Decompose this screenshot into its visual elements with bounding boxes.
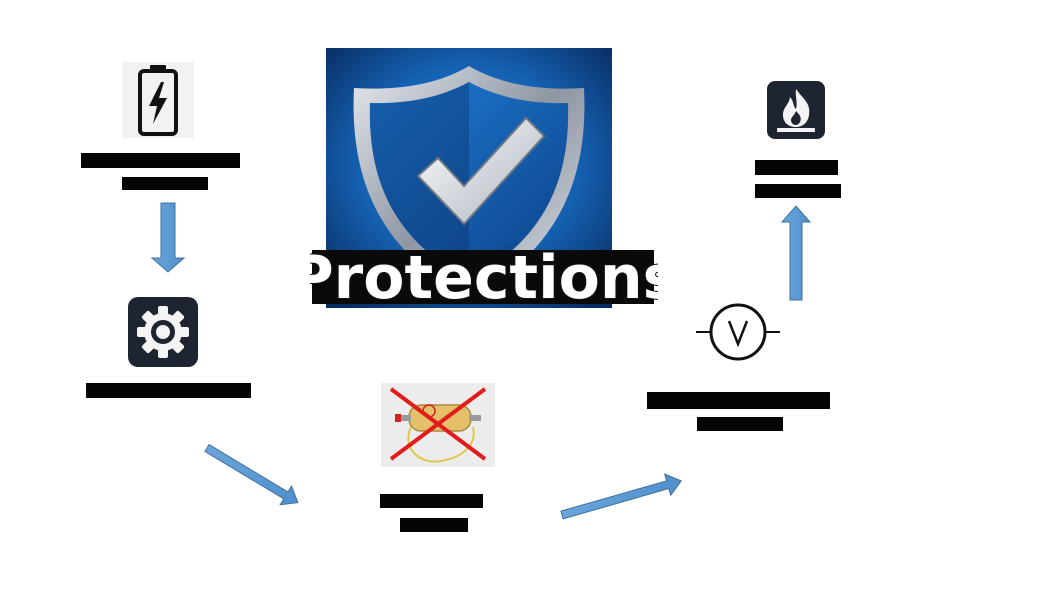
arrow-down [150,202,186,273]
battery-charging-icon [122,62,194,138]
fire-label-line-1 [755,160,838,175]
protections-title-backdrop [312,250,654,304]
svg-text:Protections: Protections [310,246,658,308]
battery-label-line-1 [81,153,240,168]
gear-icon [128,297,198,367]
battery-label-line-2 [122,177,208,190]
protections-title: Protections [310,246,658,308]
crossed-out-cell-icon [381,383,495,467]
voltmeter-icon [694,302,782,362]
arrow-diagonal-up [560,473,682,520]
voltage-label-line-2 [697,417,783,431]
settings-label-line-1 [86,383,251,398]
arrow-up [780,205,812,301]
flame-icon [767,81,825,139]
arrow-diagonal-down [204,443,299,506]
voltage-label-line-1 [647,392,830,409]
short-circuit-label-line-1 [380,494,483,508]
short-circuit-label-line-2 [400,518,468,532]
fire-label-line-2 [755,184,841,198]
